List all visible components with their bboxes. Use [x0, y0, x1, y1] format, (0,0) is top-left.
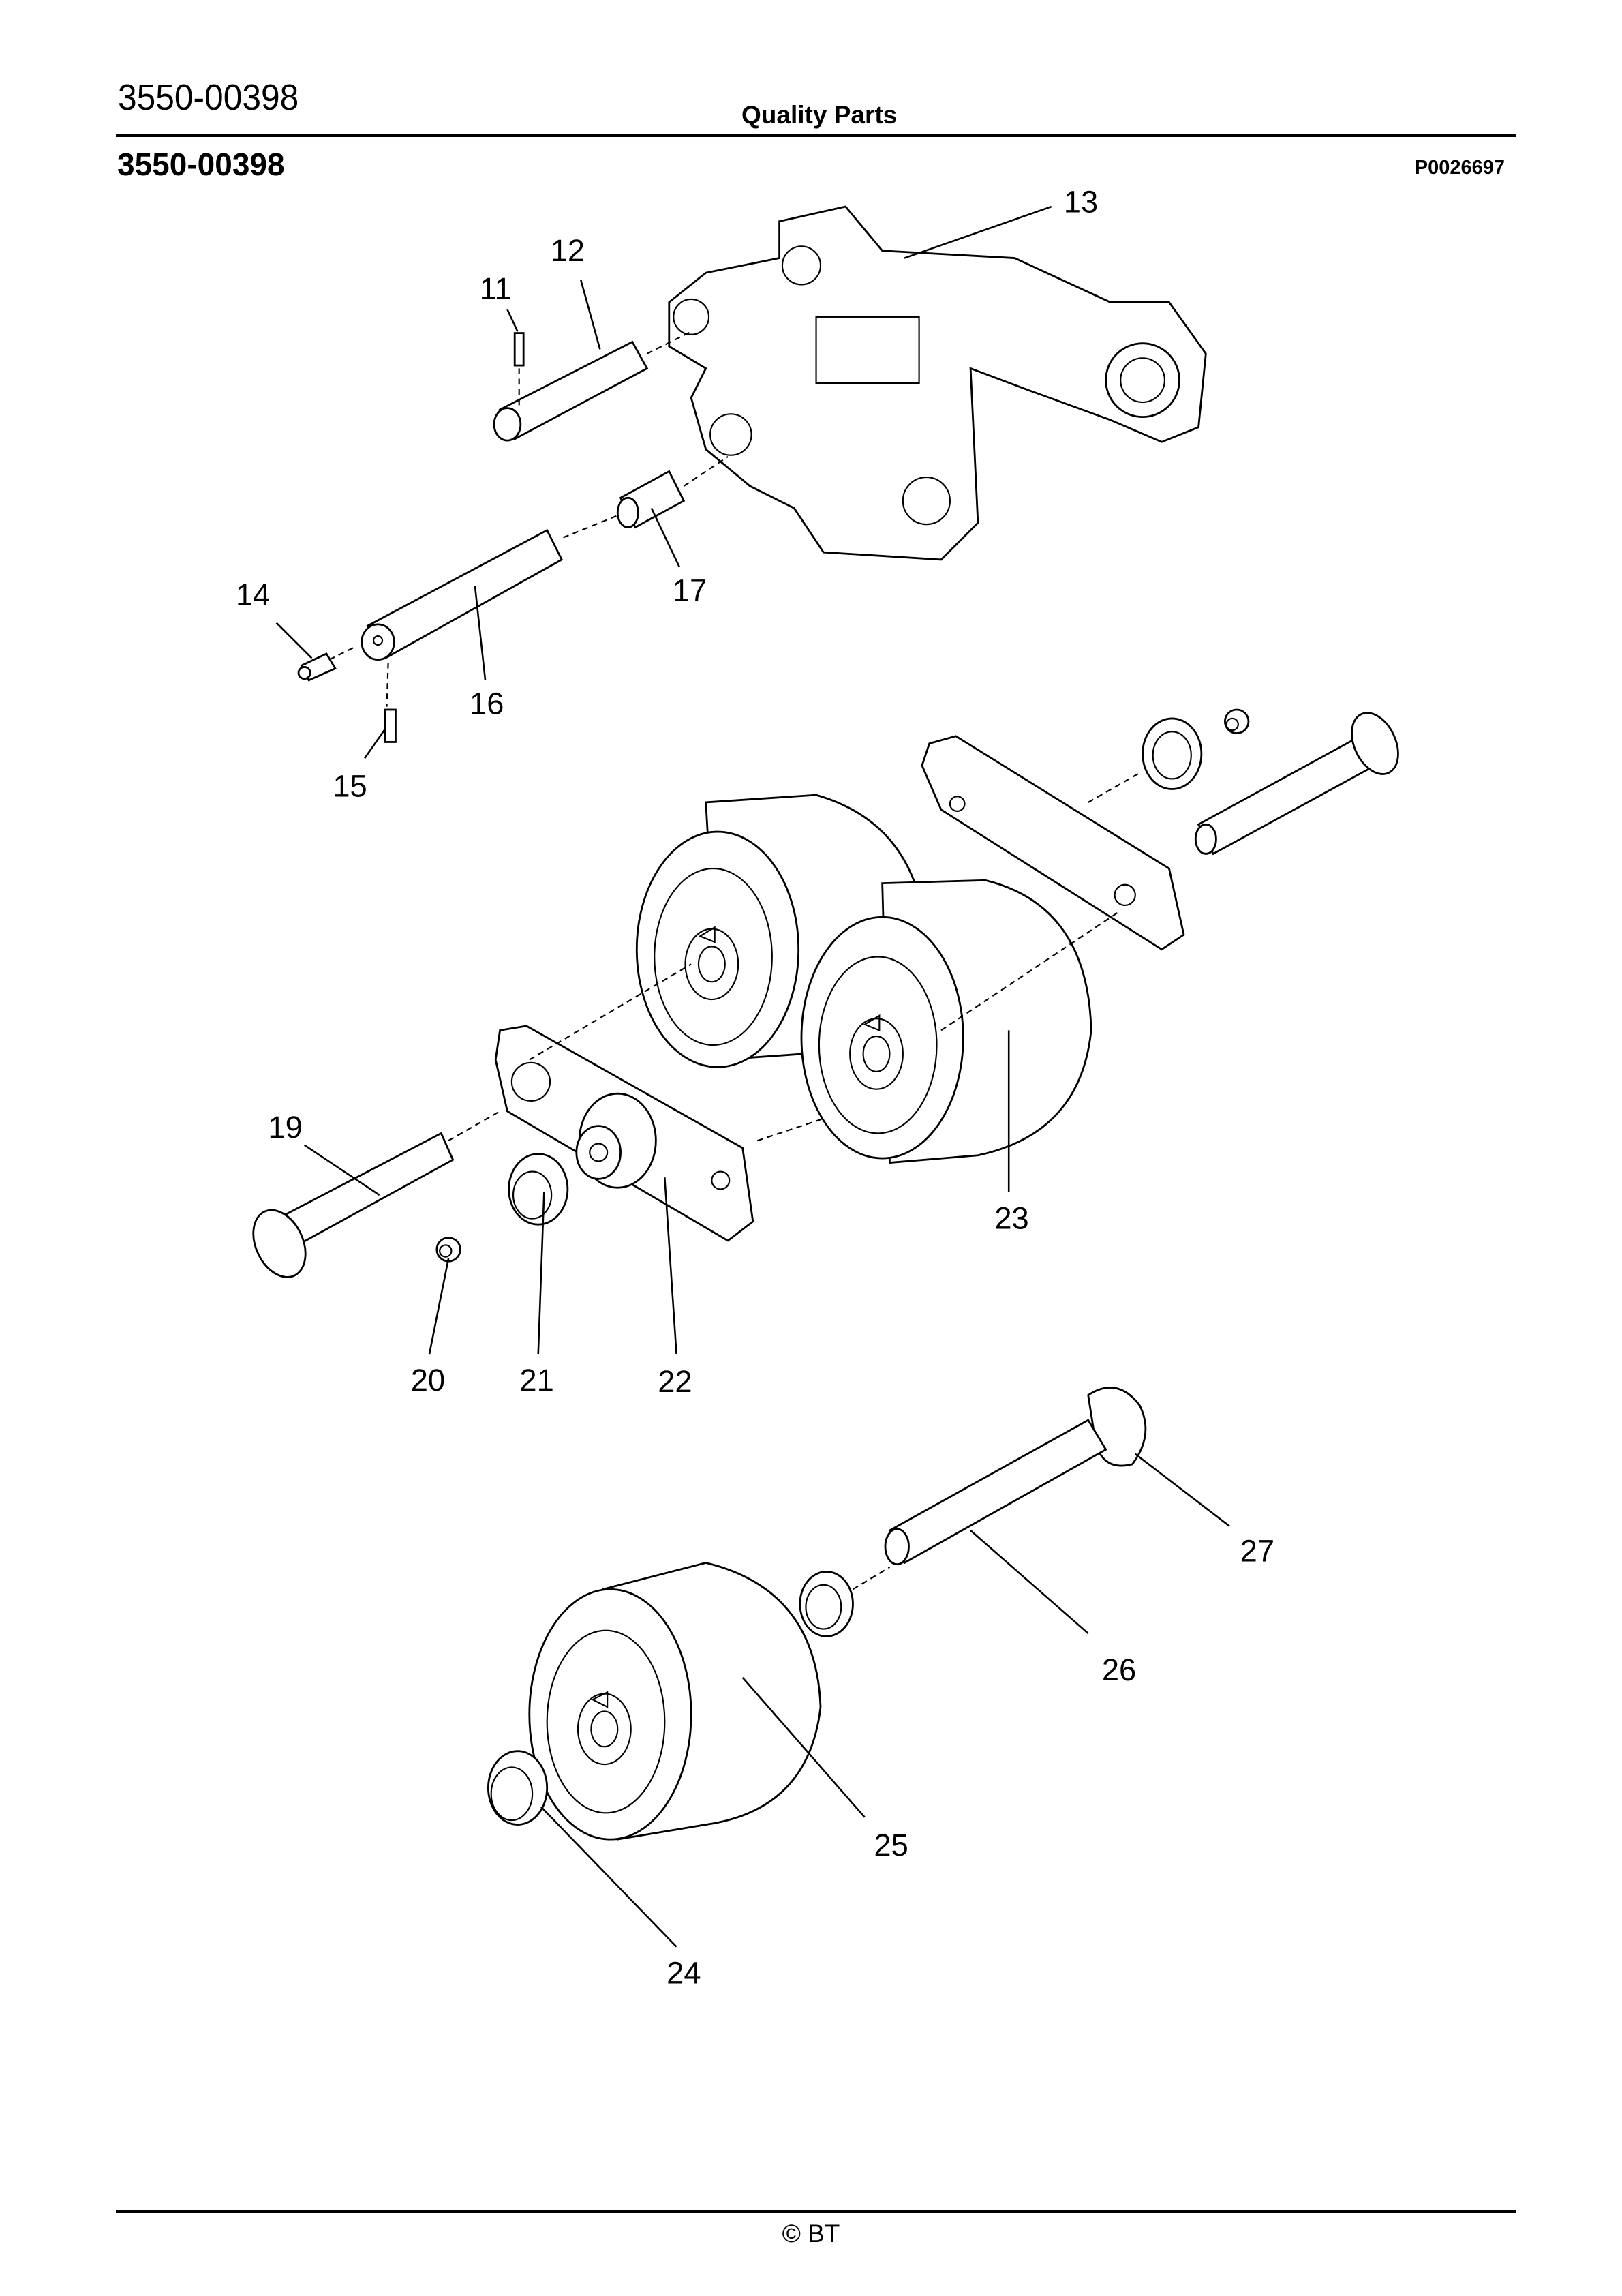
part-23-roller-rear — [635, 794, 928, 1068]
footer-divider — [116, 2210, 1516, 2213]
part-19-axle-rear — [1194, 712, 1399, 856]
part-24-bushing — [487, 1750, 549, 1826]
section-title: Quality Parts — [741, 101, 898, 129]
part-23-roller-front — [756, 879, 1118, 1164]
callout-11: 11 — [480, 271, 512, 306]
callout-15: 15 — [333, 768, 367, 803]
part-12-pin — [493, 331, 692, 442]
callout-20: 20 — [411, 1363, 445, 1398]
part-21-bushing-front — [508, 1153, 569, 1226]
document-number: 3550-00398 — [118, 77, 299, 118]
callout-22: 22 — [658, 1364, 692, 1399]
part-20-grease-nipple-rear — [1224, 708, 1250, 734]
callout-27: 27 — [1240, 1533, 1274, 1568]
callout-25: 25 — [874, 1828, 908, 1862]
drawing-code: P0026697 — [1414, 157, 1505, 179]
part-11-roll-pin — [513, 332, 525, 406]
copyright: © BT — [782, 2220, 840, 2248]
part-22-side-plate-rear — [921, 735, 1185, 951]
callout-14: 14 — [236, 577, 270, 612]
header-divider — [116, 134, 1516, 137]
callout-26: 26 — [1102, 1652, 1136, 1687]
part-14-grease-nipple — [297, 652, 337, 682]
callout-12: 12 — [551, 233, 585, 268]
part-title: 3550-00398 — [117, 147, 285, 182]
callout-17: 17 — [673, 573, 707, 607]
part-22-side-plate-front — [494, 963, 754, 1242]
callout-24: 24 — [667, 1956, 701, 1991]
part-13-bracket — [668, 205, 1207, 561]
part-15-roll-pin — [384, 708, 397, 743]
part-17-bushing — [563, 455, 729, 539]
part-20-grease-nipple-front — [435, 1237, 461, 1263]
part-21-bushing-rear — [1088, 717, 1203, 803]
callout-16: 16 — [470, 686, 504, 721]
callout-13: 13 — [1064, 185, 1098, 220]
part-26-axle — [884, 1419, 1107, 1566]
part-19-axle-front — [252, 1111, 501, 1278]
part-25-roller — [528, 1562, 822, 1841]
part-16-pin — [323, 528, 564, 707]
part-bushing-lower-rear — [799, 1567, 890, 1637]
callout-21: 21 — [519, 1363, 553, 1398]
callout-23: 23 — [994, 1201, 1028, 1236]
leader-lines — [275, 205, 1230, 1948]
callout-19: 19 — [268, 1110, 302, 1145]
